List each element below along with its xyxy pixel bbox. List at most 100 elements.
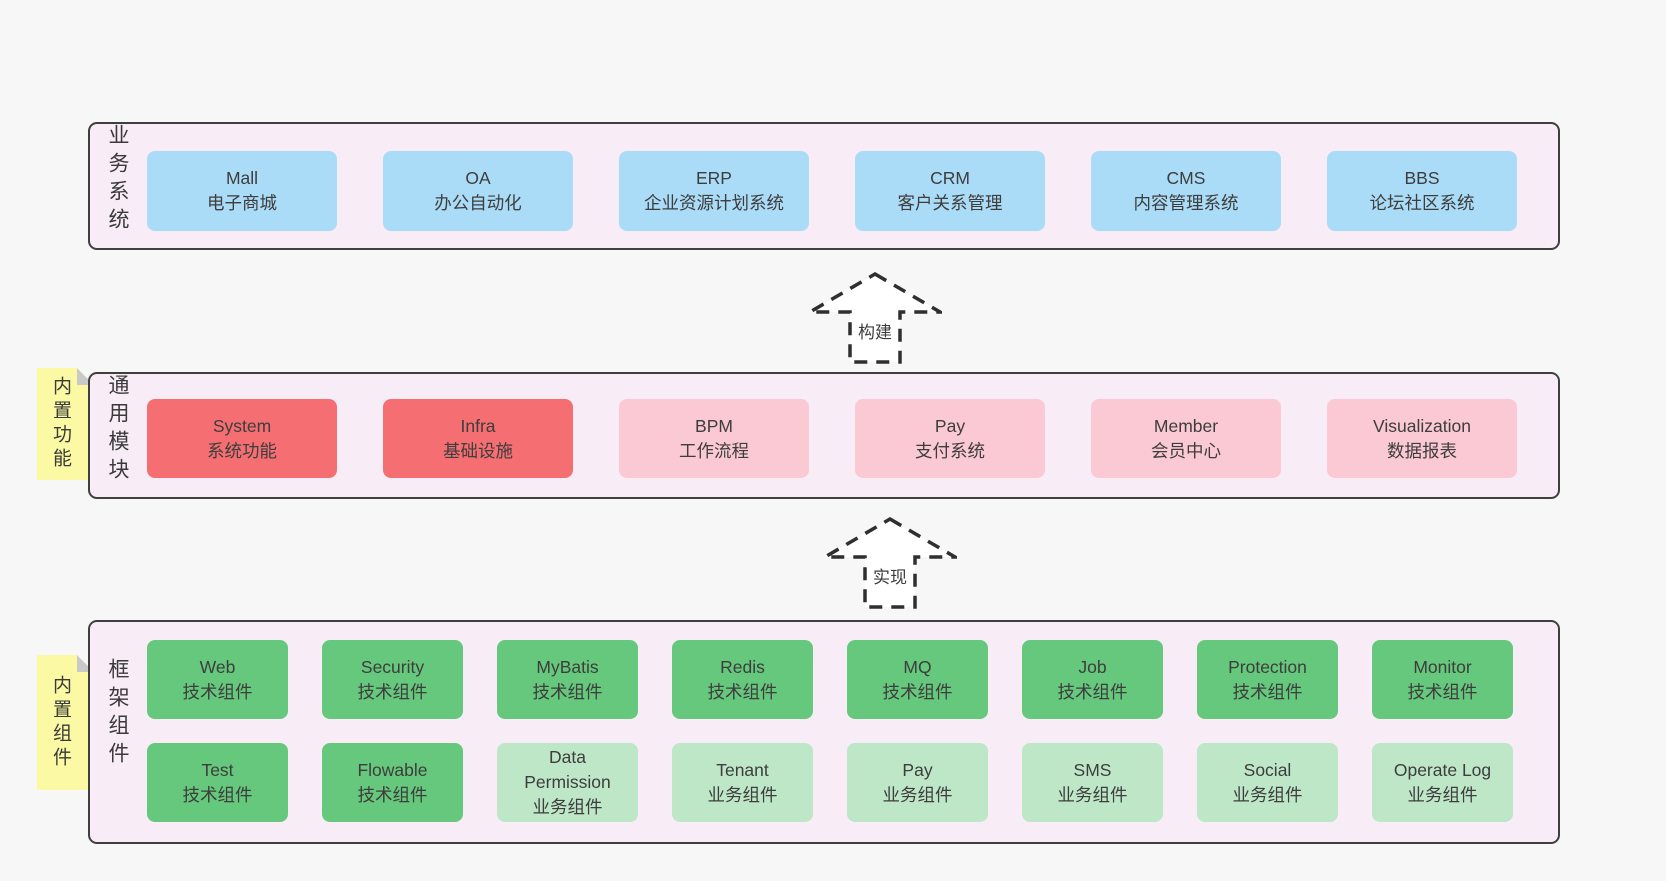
- box-desc: 基础设施: [443, 440, 513, 461]
- box-desc: 业务组件: [1407, 784, 1478, 805]
- box-desc: 业务组件: [707, 784, 778, 805]
- box-name: Member: [1153, 415, 1219, 436]
- box-desc: 技术组件: [182, 681, 253, 702]
- box-desc: 技术组件: [182, 784, 253, 805]
- box-name: Monitor: [1413, 656, 1472, 677]
- framework-box-monitor: Monitor 技术组件: [1372, 640, 1513, 719]
- box-desc: 技术组件: [707, 681, 778, 702]
- business-box-mall: Mall 电子商城: [147, 151, 337, 231]
- sticky-note-text: 内置功能: [50, 376, 71, 472]
- build-arrow-label: 构建: [855, 318, 895, 343]
- framework-box-web: Web 技术组件: [147, 640, 288, 719]
- framework-box-sms: SMS 业务组件: [1022, 743, 1163, 822]
- box-desc: 业务组件: [1232, 784, 1303, 805]
- box-name: Tenant: [716, 759, 769, 780]
- band-framework-label: 框架组件: [106, 658, 129, 770]
- box-desc: 论坛社区系统: [1369, 193, 1475, 213]
- module-box-member: Member 会员中心: [1091, 399, 1281, 478]
- box-desc: 技术组件: [1232, 681, 1303, 702]
- box-name: SMS: [1073, 759, 1112, 780]
- box-desc: 企业资源计划系统: [644, 193, 784, 213]
- implement-arrow: 实现: [823, 517, 957, 609]
- box-desc: 电子商城: [207, 193, 277, 213]
- box-name: ERP: [696, 168, 732, 189]
- box-name: Data Permission: [524, 747, 611, 793]
- sticky-note-builtin-functions: 内置功能: [37, 368, 94, 480]
- business-box-cms: CMS 内容管理系统: [1091, 151, 1281, 231]
- box-name: CRM: [930, 168, 970, 189]
- framework-box-job: Job 技术组件: [1022, 640, 1163, 719]
- box-desc: 业务组件: [1057, 784, 1128, 805]
- box-desc: 技术组件: [882, 681, 953, 702]
- box-desc: 客户关系管理: [897, 193, 1003, 213]
- box-desc: 技术组件: [532, 681, 603, 702]
- sticky-note-text: 内置组件: [50, 674, 71, 771]
- box-name: Job: [1078, 656, 1107, 677]
- box-name: Flowable: [357, 759, 428, 780]
- box-desc: 支付系统: [915, 440, 985, 461]
- box-name: Social: [1243, 759, 1292, 780]
- box-name: Test: [201, 759, 234, 780]
- band-business-label: 业务系统: [106, 124, 129, 236]
- framework-row-2: Test 技术组件 Flowable 技术组件 Data Permission …: [147, 743, 1513, 822]
- framework-box-flowable: Flowable 技术组件: [322, 743, 463, 822]
- box-name: BPM: [695, 415, 733, 436]
- box-name: Visualization: [1373, 415, 1471, 436]
- sticky-note-builtin-components: 内置组件: [37, 655, 94, 790]
- band-modules-label: 通用模块: [106, 374, 129, 486]
- module-box-infra: Infra 基础设施: [383, 399, 573, 478]
- framework-box-mq: MQ 技术组件: [847, 640, 988, 719]
- box-name: Operate Log: [1393, 759, 1492, 780]
- box-desc: 内容管理系统: [1133, 193, 1239, 213]
- box-desc: 技术组件: [1057, 681, 1128, 702]
- box-desc: 会员中心: [1151, 440, 1221, 461]
- framework-box-security: Security 技术组件: [322, 640, 463, 719]
- band-business-systems: 业务系统 Mall 电子商城 OA 办公自动化 ERP 企业资源计划系统 CRM…: [88, 122, 1560, 250]
- box-desc: 工作流程: [679, 440, 749, 461]
- box-desc: 业务组件: [882, 784, 953, 805]
- box-name: Security: [360, 656, 425, 677]
- modules-box-row: System 系统功能 Infra 基础设施 BPM 工作流程 Pay 支付系统…: [147, 399, 1517, 478]
- module-box-system: System 系统功能: [147, 399, 337, 478]
- box-name: System: [212, 415, 272, 436]
- module-box-bpm: BPM 工作流程: [619, 399, 809, 478]
- box-name: OA: [465, 168, 491, 189]
- box-name: BBS: [1404, 168, 1440, 189]
- business-box-bbs: BBS 论坛社区系统: [1327, 151, 1517, 231]
- box-desc: 技术组件: [1407, 681, 1478, 702]
- box-desc: 系统功能: [207, 440, 277, 461]
- implement-arrow-label: 实现: [870, 563, 910, 588]
- framework-row-1: Web 技术组件 Security 技术组件 MyBatis 技术组件 Redi…: [147, 640, 1513, 719]
- framework-box-mybatis: MyBatis 技术组件: [497, 640, 638, 719]
- box-desc: 业务组件: [532, 796, 603, 817]
- framework-box-social: Social 业务组件: [1197, 743, 1338, 822]
- business-box-oa: OA 办公自动化: [383, 151, 573, 231]
- module-box-pay: Pay 支付系统: [855, 399, 1045, 478]
- box-name: MyBatis: [536, 656, 599, 677]
- band-common-modules: 通用模块 System 系统功能 Infra 基础设施 BPM 工作流程 Pay…: [88, 372, 1560, 499]
- business-box-crm: CRM 客户关系管理: [855, 151, 1045, 231]
- box-desc: 技术组件: [357, 681, 428, 702]
- box-name: MQ: [903, 656, 932, 677]
- box-name: Infra: [460, 415, 496, 436]
- box-name: Mall: [225, 168, 259, 189]
- business-box-erp: ERP 企业资源计划系统: [619, 151, 809, 231]
- framework-box-redis: Redis 技术组件: [672, 640, 813, 719]
- framework-box-data-permission: Data Permission 业务组件: [497, 743, 638, 822]
- box-name: Pay: [934, 415, 966, 436]
- box-name: Protection: [1228, 656, 1307, 677]
- box-name: Pay: [902, 759, 933, 780]
- box-name: Redis: [720, 656, 765, 677]
- box-desc: 数据报表: [1387, 440, 1457, 461]
- build-arrow: 构建: [808, 272, 942, 364]
- framework-box-operate-log: Operate Log 业务组件: [1372, 743, 1513, 822]
- framework-box-tenant: Tenant 业务组件: [672, 743, 813, 822]
- framework-box-test: Test 技术组件: [147, 743, 288, 822]
- business-box-row: Mall 电子商城 OA 办公自动化 ERP 企业资源计划系统 CRM 客户关系…: [147, 151, 1517, 231]
- box-desc: 技术组件: [357, 784, 428, 805]
- framework-box-pay: Pay 业务组件: [847, 743, 988, 822]
- box-name: CMS: [1166, 168, 1206, 189]
- framework-box-protection: Protection 技术组件: [1197, 640, 1338, 719]
- box-desc: 办公自动化: [434, 193, 522, 213]
